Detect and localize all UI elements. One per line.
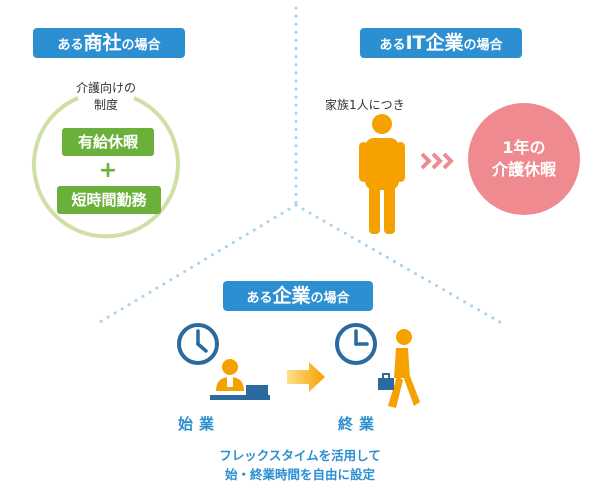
care-system-label: 介護向けの 制度	[75, 81, 136, 112]
leave-line-2: 介護休暇	[491, 160, 556, 179]
title-prefix: ある	[57, 38, 84, 53]
start-work-label: 始業	[178, 415, 221, 433]
title-main: 商社	[83, 32, 122, 54]
company-title: ある企業の場合	[223, 281, 373, 311]
right-arrow-icon	[287, 362, 325, 392]
caption-line-2: 始・終業時間を自由に設定	[224, 467, 375, 482]
leave-line-1: 1年の	[502, 138, 546, 157]
clock-icon-end	[335, 323, 377, 365]
clock-icon-start	[177, 323, 219, 365]
flex-time-caption: フレックスタイムを活用して 始・終業時間を自由に設定	[170, 446, 430, 484]
title-prefix: ある	[379, 38, 406, 53]
title-prefix: ある	[246, 291, 273, 306]
title-main: 企業	[272, 285, 311, 307]
triple-chevron-icon	[420, 152, 454, 170]
walking-person-icon	[378, 329, 420, 408]
short-hours-box: 短時間勤務	[57, 186, 161, 214]
end-work-label: 終業	[338, 415, 381, 433]
green-ring	[32, 96, 180, 239]
it-company-title: あるIT企業の場合	[360, 28, 522, 58]
title-suffix: の場合	[121, 38, 161, 53]
title-suffix: の場合	[463, 38, 503, 53]
care-leave-circle: 1年の 介護休暇	[468, 103, 580, 215]
title-main: IT企業	[405, 32, 464, 54]
person-icon	[359, 114, 405, 234]
paid-leave-box: 有給休暇	[62, 128, 154, 156]
caption-line-1: フレックスタイムを活用して	[219, 448, 381, 463]
plus-sign: +	[98, 158, 118, 183]
per-family-member-label: 家族1人につき	[325, 98, 405, 112]
title-suffix: の場合	[310, 291, 350, 306]
trading-company-title: ある商社の場合	[33, 28, 185, 58]
worker-at-desk-icon	[210, 359, 270, 400]
